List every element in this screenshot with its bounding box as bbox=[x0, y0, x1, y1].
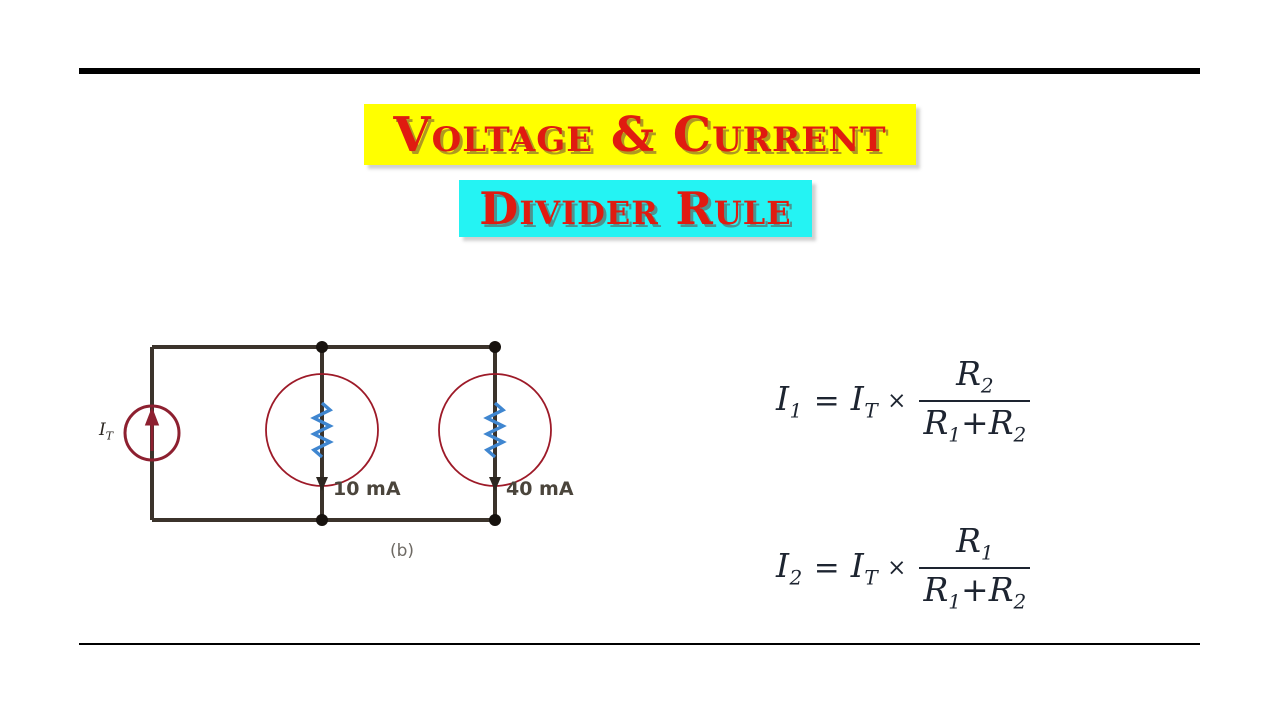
formula-1-numerator: R2 bbox=[952, 355, 998, 398]
branch-2-current-arrowhead bbox=[489, 477, 501, 491]
formula-1-total-current: IT bbox=[851, 379, 878, 423]
title-line-2-highlight: Divider Rule bbox=[459, 180, 812, 237]
formula-1-denominator-left-subscript: 1 bbox=[948, 422, 962, 447]
formula-2-denominator-right-subscript: 2 bbox=[1013, 589, 1027, 614]
current-divider-circuit-diagram bbox=[90, 325, 610, 575]
top-divider-rule bbox=[79, 68, 1200, 74]
formula-2-lhs-subscript: 2 bbox=[789, 565, 803, 590]
formula-2-denominator-left-subscript: 1 bbox=[948, 589, 962, 614]
junction-node-bottom-branch-2 bbox=[489, 514, 501, 526]
formula-1-lhs-symbol: I bbox=[776, 379, 790, 419]
current-source-arrowhead bbox=[144, 406, 160, 426]
formula-2-times-operator: × bbox=[887, 554, 907, 581]
formula-2-lhs-symbol: I bbox=[776, 546, 790, 586]
formula-2-equals: = bbox=[813, 549, 840, 586]
formula-current-divider-i2: I2 = IT × R1 R1+R2 bbox=[776, 522, 1031, 614]
bottom-divider-rule bbox=[79, 643, 1200, 645]
formula-2-fraction-bar bbox=[919, 566, 1031, 570]
formula-1-numerator-symbol: R bbox=[956, 354, 981, 393]
formula-1-denominator-right-symbol: R bbox=[988, 403, 1014, 443]
formula-2-numerator: R1 bbox=[952, 522, 998, 565]
current-source-label-subscript: T bbox=[105, 429, 114, 443]
formula-2-denominator-left-symbol: R bbox=[923, 570, 949, 610]
junction-node-bottom-branch-1 bbox=[316, 514, 328, 526]
formula-1-denominator-operator: + bbox=[961, 403, 989, 443]
formula-1-numerator-subscript: 2 bbox=[980, 373, 994, 398]
formula-2-total-current: IT bbox=[851, 546, 878, 590]
formula-2-denominator: R1+R2 bbox=[919, 571, 1030, 614]
circuit-svg bbox=[123, 341, 552, 526]
formula-current-divider-i1: I1 = IT × R2 R1+R2 bbox=[776, 355, 1031, 447]
formula-1-lhs: I1 bbox=[776, 379, 803, 423]
formula-1-fraction-bar bbox=[919, 399, 1031, 403]
formula-2-numerator-subscript: 1 bbox=[980, 540, 994, 565]
formula-2-fraction: R1 R1+R2 bbox=[919, 522, 1031, 614]
formula-1-lhs-subscript: 1 bbox=[789, 398, 803, 423]
formula-2-total-symbol: I bbox=[850, 546, 865, 586]
formula-1-denominator-left-symbol: R bbox=[923, 403, 949, 443]
current-source-label: IT bbox=[99, 420, 113, 442]
formula-2-lhs: I2 bbox=[776, 546, 803, 590]
resistor-2-symbol bbox=[483, 401, 507, 459]
formula-2-denominator-right-symbol: R bbox=[988, 570, 1014, 610]
current-source-symbol bbox=[123, 404, 181, 462]
formula-2-numerator-symbol: R bbox=[956, 521, 981, 560]
figure-caption: (b) bbox=[390, 541, 415, 561]
formula-1-total-symbol: I bbox=[850, 379, 865, 419]
branch-1-current-label: 10 mA bbox=[333, 478, 401, 500]
formula-1-total-subscript: T bbox=[864, 398, 879, 423]
branch-2-current-label: 40 mA bbox=[506, 478, 574, 500]
page-title-line-2: Divider Rule bbox=[479, 182, 792, 235]
resistor-1-symbol bbox=[310, 401, 334, 459]
formula-1-equals: = bbox=[813, 382, 840, 419]
junction-node-top-branch-1 bbox=[316, 341, 328, 353]
formula-2-total-subscript: T bbox=[864, 565, 879, 590]
formula-1-denominator-right-subscript: 2 bbox=[1013, 422, 1027, 447]
formula-2-denominator-operator: + bbox=[961, 570, 989, 610]
formula-1-denominator: R1+R2 bbox=[919, 404, 1030, 447]
title-line-1-highlight: Voltage & Current bbox=[364, 104, 916, 165]
formula-1-times-operator: × bbox=[887, 387, 907, 414]
page-title-line-1: Voltage & Current bbox=[393, 106, 887, 163]
current-source-label-symbol: I bbox=[99, 420, 106, 440]
formula-1-fraction: R2 R1+R2 bbox=[919, 355, 1031, 447]
junction-node-top-branch-2 bbox=[489, 341, 501, 353]
branch-1-current-arrowhead bbox=[316, 477, 328, 491]
